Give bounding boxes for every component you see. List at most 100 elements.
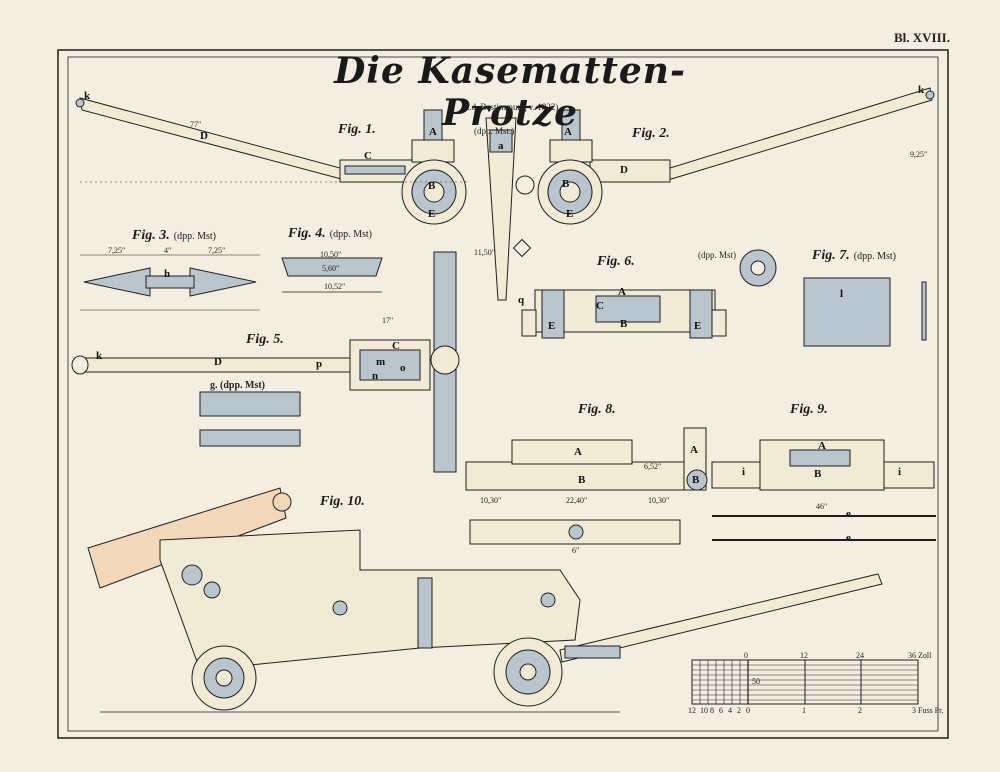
center-note: (dpp. Mst.) bbox=[474, 126, 515, 136]
fig7-label: Fig. 7.(dpp. Mst) bbox=[812, 248, 896, 264]
fig6-note: (dpp. Mst) bbox=[698, 250, 736, 260]
letter-h-fig3: h bbox=[164, 268, 171, 280]
letter-p-fig5: p bbox=[316, 358, 323, 370]
scale-bottom-0: 0 bbox=[746, 706, 750, 715]
scale-top-36: 36 Zoll bbox=[908, 651, 932, 660]
scale-bottom-10: 10 bbox=[700, 706, 708, 715]
scale-bottom-6: 6 bbox=[719, 706, 723, 715]
letter-B-fig9: B bbox=[814, 468, 822, 480]
dim-fig3-left: 7,25" bbox=[108, 246, 126, 255]
dim-fig4-top: 10,50" bbox=[320, 250, 342, 259]
letter-E-left-fig6: E bbox=[548, 320, 556, 332]
letter-C-fig5: C bbox=[392, 340, 400, 352]
letter-k-fig1: k bbox=[84, 90, 91, 102]
letter-A-fig9: A bbox=[818, 440, 826, 452]
dim-fig5-span: 17" bbox=[382, 316, 394, 325]
letter-B-fig8-side: B bbox=[692, 474, 700, 486]
scale-fine-grid bbox=[692, 660, 918, 704]
fig10-label: Fig. 10. bbox=[320, 494, 365, 509]
letter-B-fig2: B bbox=[562, 178, 570, 190]
dim-fig8-bottom: 6" bbox=[572, 546, 580, 555]
scale-bottom-3: 3 Fuss Pr. bbox=[912, 706, 944, 715]
dim-fig8-inner: 6,52" bbox=[644, 462, 662, 471]
letter-a-center: a bbox=[498, 140, 504, 152]
letter-D-fig5: D bbox=[214, 356, 222, 368]
letter-A-fig1: A bbox=[429, 126, 437, 138]
fig1-label: Fig. 1. bbox=[338, 122, 376, 137]
letter-B-fig8: B bbox=[578, 474, 586, 486]
letter-l-fig7: l bbox=[840, 288, 844, 300]
plate-subtitle: (n.d. Bestimmung v. 1822) bbox=[461, 102, 559, 112]
scale-bottom-2ft: 2 bbox=[858, 706, 862, 715]
scale-bottom-1: 1 bbox=[802, 706, 806, 715]
letter-k-fig5: k bbox=[96, 350, 103, 362]
fig2-drawing bbox=[537, 87, 935, 225]
fig4-drawing bbox=[281, 257, 383, 293]
fig4-label: Fig. 4.(dpp. Mst) bbox=[288, 226, 372, 242]
fig10-limber-pole bbox=[559, 573, 883, 663]
fig8-drawing bbox=[465, 427, 708, 545]
dim-fig3-mid: 4" bbox=[164, 246, 172, 255]
scale-top-0: 0 bbox=[744, 651, 748, 660]
fig3-label: Fig. 3.(dpp. Mst) bbox=[132, 228, 216, 244]
dim-fig8-right: 10,30" bbox=[648, 496, 670, 505]
dim-fig8-left: 10,30" bbox=[480, 496, 502, 505]
letter-i-right-fig9: i bbox=[898, 466, 902, 478]
fig4-note: (dpp. Mst) bbox=[329, 229, 372, 240]
fig7-drawing bbox=[803, 277, 927, 347]
scale-bottom-12: 12 bbox=[688, 706, 696, 715]
letter-B-fig1: B bbox=[428, 180, 436, 192]
plate-outer-border bbox=[57, 49, 949, 739]
scale-mid-label: 50 bbox=[752, 677, 760, 686]
scale-bottom-4: 4 bbox=[728, 706, 732, 715]
scale-bottom-2: 2 bbox=[737, 706, 741, 715]
fig1-drawing bbox=[75, 97, 470, 225]
fig10-carriage bbox=[159, 529, 581, 671]
letter-E-fig1: E bbox=[428, 208, 436, 220]
fig2-label: Fig. 2. bbox=[632, 126, 670, 141]
letter-A-fig6: A bbox=[618, 286, 626, 298]
plate-number: Bl. XVIII. bbox=[894, 30, 950, 45]
dim-fig4-mid: 5,60" bbox=[322, 264, 340, 273]
letter-C-fig1: C bbox=[364, 150, 372, 162]
fig3-note: (dpp. Mst) bbox=[173, 231, 216, 242]
fig5-drawing bbox=[71, 251, 460, 473]
letter-D-fig1: D bbox=[200, 130, 208, 142]
dim-fig4-bottom: 10,52" bbox=[324, 282, 346, 291]
dim-pole-length: 77" bbox=[190, 120, 202, 129]
fig7-note: (dpp. Mst) bbox=[853, 251, 896, 262]
fig3-title: Fig. 3. bbox=[132, 228, 170, 243]
scale-top-24: 24 bbox=[856, 651, 864, 660]
letter-e-bar2: e bbox=[846, 532, 851, 544]
letter-m-fig5: m bbox=[376, 356, 386, 368]
center-pole-drawing bbox=[485, 117, 535, 301]
fig9-drawing bbox=[711, 439, 936, 541]
scale-top-12: 12 bbox=[800, 651, 808, 660]
fig3-drawing bbox=[80, 254, 260, 311]
scale-bottom-8: 8 bbox=[710, 706, 714, 715]
fig6-label: Fig. 6. bbox=[597, 254, 635, 269]
letter-A-fig8: A bbox=[574, 446, 582, 458]
fig10-drawing bbox=[87, 487, 883, 713]
fig9-label: Fig. 9. bbox=[790, 402, 828, 417]
letter-q-fig6: q bbox=[518, 294, 525, 306]
dim-fig2-height: 9,25" bbox=[910, 150, 928, 159]
dim-fig9-total: 46" bbox=[816, 502, 828, 511]
letter-e-bar1: e bbox=[846, 508, 851, 520]
letter-k-fig2: k bbox=[918, 84, 925, 96]
letter-A-fig8-side: A bbox=[690, 444, 698, 456]
fig5-label: Fig. 5. bbox=[246, 332, 284, 347]
letter-E-fig2: E bbox=[566, 208, 574, 220]
letter-A-fig2: A bbox=[564, 126, 572, 138]
fig7-title: Fig. 7. bbox=[812, 248, 850, 263]
plate-inner-border bbox=[67, 56, 939, 732]
letter-n-fig5: n bbox=[372, 370, 379, 382]
letter-i-left-fig9: i bbox=[742, 466, 746, 478]
letter-o-fig5: o bbox=[400, 362, 406, 374]
fig10-barrel bbox=[87, 487, 287, 589]
fig4-title: Fig. 4. bbox=[288, 226, 326, 241]
fig8-label: Fig. 8. bbox=[578, 402, 616, 417]
dim-fig3-right: 7,25" bbox=[208, 246, 226, 255]
g-detail-label: g. (dpp. Mst) bbox=[210, 380, 266, 391]
fig6-drawing bbox=[521, 249, 777, 339]
